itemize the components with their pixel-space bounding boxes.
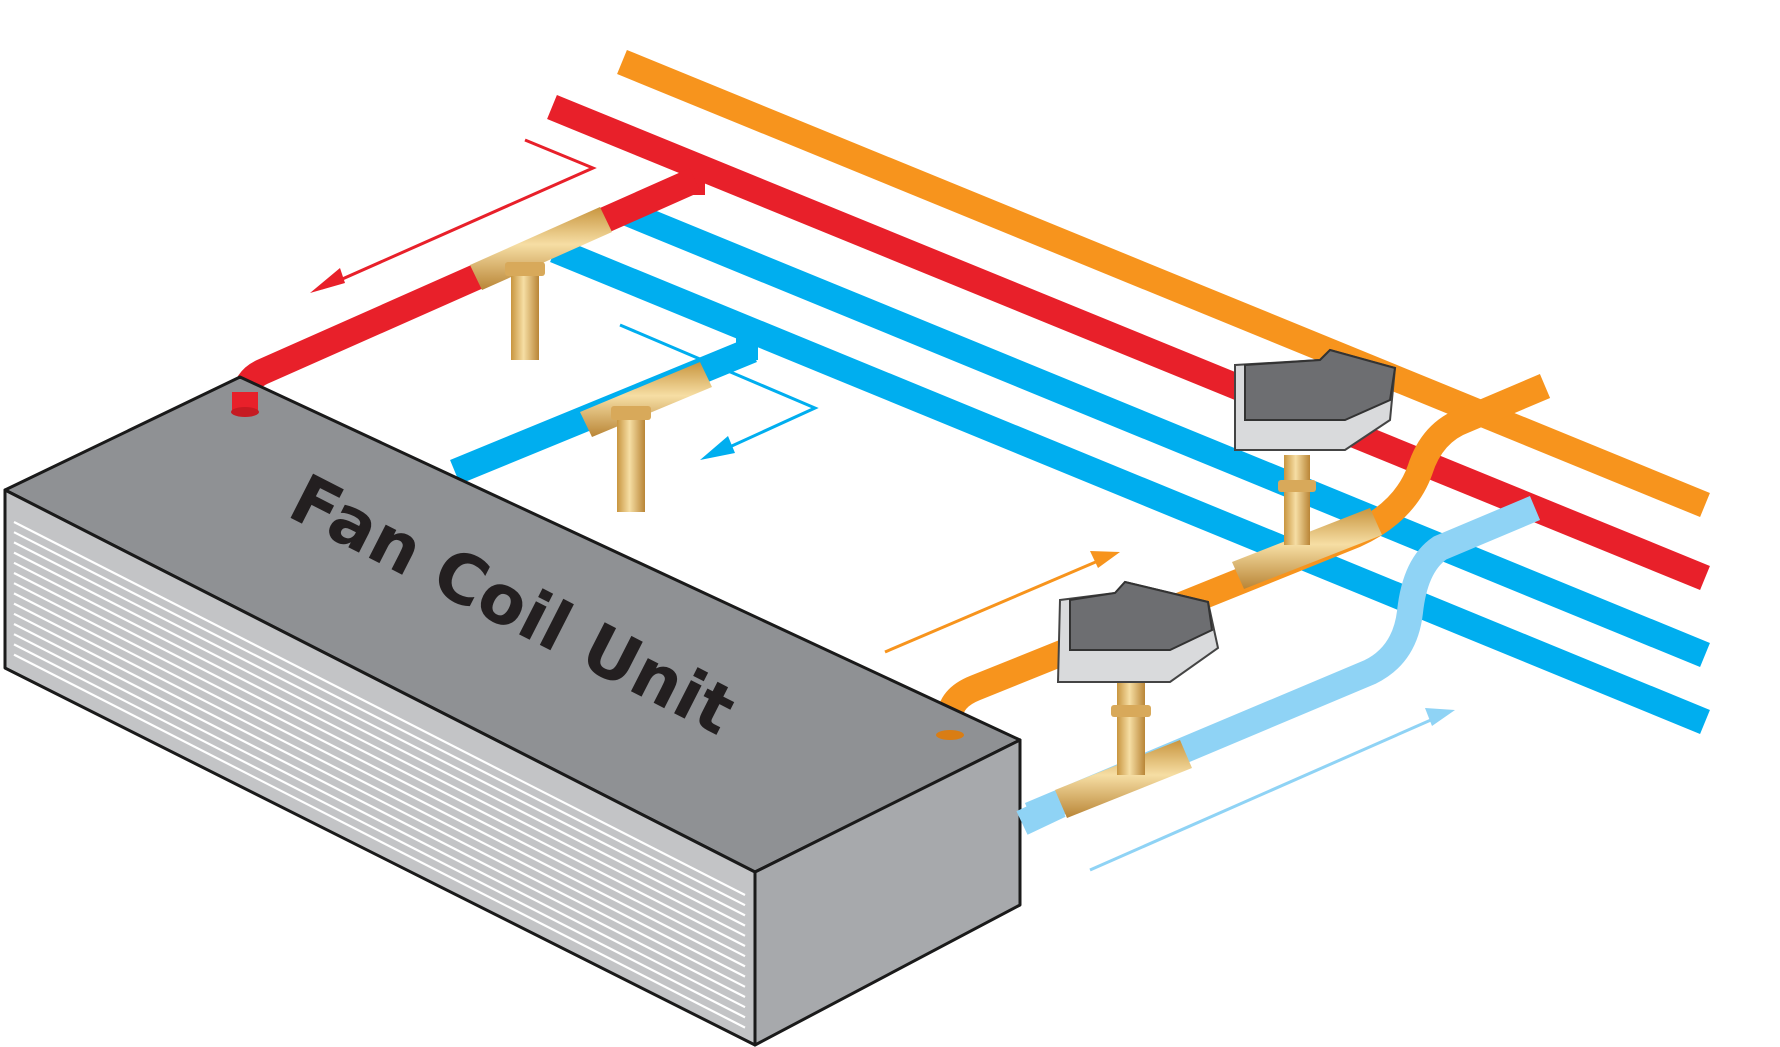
tee-fitting-icon (580, 362, 712, 512)
grille-line (13, 612, 746, 988)
cold-supply-header-1 (615, 197, 1710, 668)
arrow-icon (619, 323, 819, 460)
grille-line (13, 592, 746, 968)
tee-fitting-icon (1055, 680, 1192, 818)
unit-side-face (753, 738, 1022, 1047)
cold-supply-branch (450, 330, 758, 485)
grille-line (13, 531, 746, 907)
unit-grille (13, 521, 746, 1029)
grille-line (13, 643, 746, 1019)
arrow-icon (1089, 708, 1455, 872)
arrow-icon (884, 551, 1120, 654)
header-pipes (547, 49, 1710, 735)
grille-line (13, 521, 746, 896)
tee-fitting-icon (1232, 455, 1382, 589)
grille-line (13, 551, 746, 927)
cold-return-pipe (1024, 496, 1541, 827)
grille-line (13, 561, 746, 937)
grille-line (13, 653, 746, 1029)
hot-return-outlet (936, 730, 964, 740)
hot-supply-header (547, 94, 1710, 591)
valve-actuator-icon (1056, 580, 1220, 683)
tee-fitting-icon (470, 207, 612, 360)
valve-actuator-icon (1234, 348, 1397, 451)
fan-coil-unit: Fan Coil Unit (3, 375, 1022, 1047)
hot-return-header (617, 49, 1710, 518)
cold-supply-header-2 (550, 237, 1710, 735)
grille-line (13, 633, 746, 1009)
hot-return-pipe (937, 374, 1551, 735)
cold-return-stub (1016, 793, 1066, 835)
grille-line (13, 602, 746, 978)
arrow-icon (310, 138, 597, 293)
grille-line (13, 582, 746, 958)
grille-line (13, 623, 746, 998)
grille-line (13, 541, 746, 917)
hot-supply-inlet (231, 407, 259, 417)
grille-line (13, 572, 746, 947)
